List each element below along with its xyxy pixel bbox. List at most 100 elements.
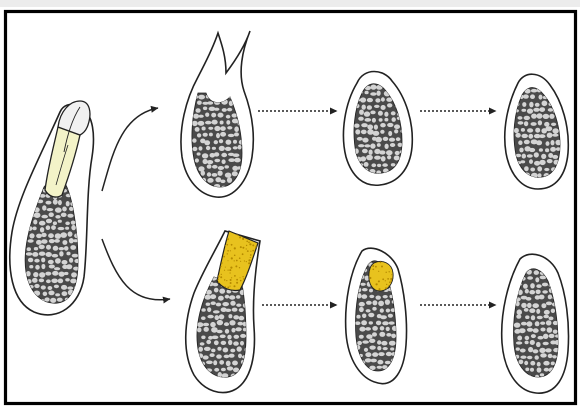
graft-granule — [220, 231, 221, 232]
graft-granule — [234, 260, 235, 261]
graft-granule — [246, 248, 247, 249]
trabecula — [67, 286, 73, 289]
trabecula — [355, 321, 361, 325]
trabecula — [531, 114, 537, 119]
trabecula — [528, 347, 533, 352]
trabecula — [35, 265, 40, 270]
graft-granule — [224, 270, 225, 271]
trabecula — [46, 245, 51, 250]
trabecula — [49, 265, 55, 269]
trabecula — [530, 168, 535, 172]
trabecula — [41, 285, 46, 289]
trabecula — [369, 150, 373, 155]
trabecula — [385, 299, 390, 305]
graft-granule — [248, 262, 250, 264]
graft-granule — [227, 250, 229, 252]
graft-granule — [224, 279, 225, 280]
trabecula — [531, 334, 536, 338]
trabecula — [517, 309, 522, 315]
graft-granule — [252, 244, 254, 246]
trabecula — [539, 95, 543, 100]
trabecula — [543, 342, 549, 345]
trabecula — [521, 134, 528, 138]
trabecula — [225, 295, 230, 299]
trabecula — [227, 177, 232, 183]
trabecula — [531, 89, 537, 93]
trabecula — [39, 279, 44, 283]
graft-granule — [227, 287, 229, 289]
trabecula — [547, 133, 553, 138]
trabecula — [214, 340, 219, 345]
trabecula — [29, 265, 33, 268]
trabecula — [217, 347, 221, 351]
graft-granule — [239, 236, 241, 238]
trabecula — [46, 225, 51, 230]
trabecula — [60, 232, 67, 238]
trabecula — [366, 309, 371, 312]
trabecula — [365, 327, 371, 331]
trabecula — [48, 291, 54, 296]
trabecula — [39, 221, 46, 226]
trabecula — [69, 238, 74, 243]
trabecula — [197, 152, 201, 155]
trabecula — [54, 267, 60, 270]
trabecula — [545, 126, 552, 131]
graft-granule — [391, 280, 393, 282]
trabecula — [376, 296, 381, 300]
trabecula — [553, 330, 558, 334]
trabecula — [387, 123, 393, 127]
trabecula — [370, 111, 375, 115]
trabecula — [366, 301, 372, 305]
trabecula — [211, 349, 215, 353]
trabecula — [362, 138, 368, 143]
trabecula — [53, 246, 59, 251]
trabecula — [26, 252, 33, 255]
trabecula — [385, 144, 389, 149]
graft-granule — [230, 267, 232, 269]
trabecula — [533, 349, 539, 353]
trabecula — [365, 358, 372, 362]
trabecula — [66, 264, 72, 269]
trabecula — [525, 368, 529, 372]
graft-socket-icon — [186, 230, 260, 393]
trabecula — [36, 234, 42, 239]
trabecula — [41, 233, 46, 237]
graft-granule — [373, 269, 375, 271]
healing-ridge-icon — [343, 72, 412, 186]
trabecula — [527, 328, 533, 332]
trabecula — [64, 272, 69, 275]
trabecula — [530, 368, 534, 372]
trabecula — [539, 348, 545, 353]
trabecula — [396, 137, 401, 141]
trabecula — [533, 328, 539, 333]
trabecula — [540, 353, 547, 357]
trabecula — [229, 295, 235, 299]
trabecula — [55, 207, 62, 212]
trabecula — [224, 165, 229, 168]
trabecula — [226, 120, 230, 125]
trabecula — [516, 347, 520, 350]
trabecula — [211, 301, 216, 305]
graft-granule — [388, 285, 389, 286]
trabecula — [389, 321, 395, 324]
trabecula — [367, 124, 373, 129]
trabecula — [227, 335, 231, 340]
trabecula — [201, 316, 206, 320]
graft-granule — [375, 266, 377, 268]
trabecula — [529, 102, 533, 108]
trabecula — [236, 295, 240, 299]
trabecula — [372, 332, 377, 336]
trabecula — [205, 121, 212, 125]
trabecula — [36, 240, 42, 245]
trabecula — [217, 330, 223, 334]
trabecula — [394, 129, 398, 133]
trabecula — [204, 347, 211, 351]
trabecula — [527, 276, 533, 280]
trabecula — [221, 341, 227, 345]
trabecula — [369, 295, 374, 298]
trabecula — [544, 168, 549, 171]
trabecula — [362, 340, 369, 343]
graft-granule — [239, 257, 241, 259]
trabecula — [198, 95, 205, 100]
trabecula — [536, 284, 541, 288]
